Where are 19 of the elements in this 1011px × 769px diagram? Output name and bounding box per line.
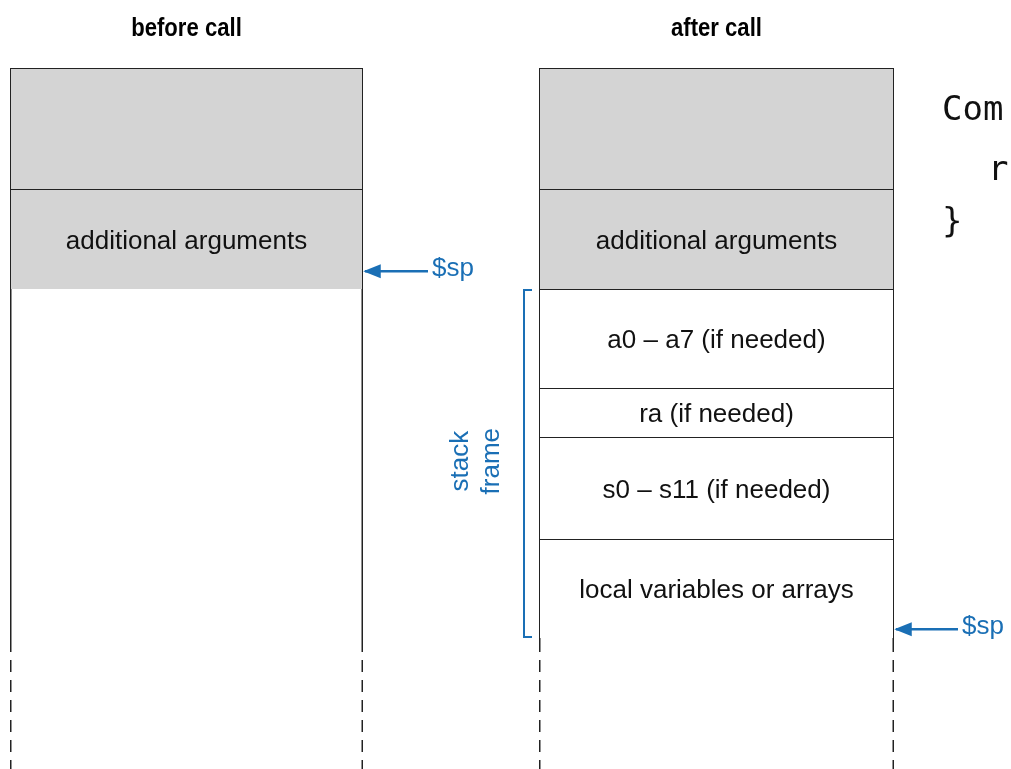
stack-frame-slot: a0 – a7 (if needed): [539, 289, 894, 390]
stack-slot: additional arguments: [539, 189, 894, 291]
stack-frame-slot: s0 – s11 (if needed): [539, 437, 894, 541]
code-fragment: r: [988, 148, 1009, 188]
stack-frame-slot: ra (if needed): [539, 388, 894, 439]
stack-slot: additional arguments: [10, 189, 363, 291]
empty-cell: [539, 68, 894, 191]
stack-frame-slot: local variables or arrays: [539, 539, 894, 640]
pointer-arrow: [894, 622, 958, 637]
bracket-label: stack frame: [443, 426, 506, 497]
stack-pointer-label: $sp: [432, 252, 474, 283]
column-heading: before call: [130, 12, 243, 43]
stack-pointer-label: $sp: [962, 610, 1004, 641]
pointer-arrow: [363, 264, 428, 279]
code-fragment: Com: [942, 88, 1004, 128]
empty-cell: [10, 68, 363, 191]
code-fragment: }: [942, 200, 963, 240]
column-heading: after call: [670, 12, 763, 43]
empty-cell: [539, 638, 894, 769]
